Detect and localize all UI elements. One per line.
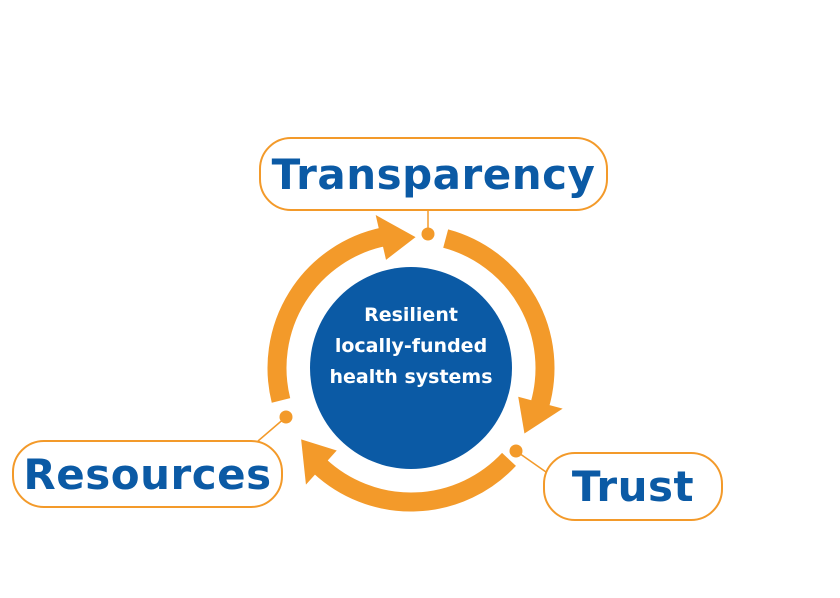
label-resources: Resources <box>12 440 283 508</box>
arc-resources-to-transparency <box>267 227 386 403</box>
center-line-3: health systems <box>329 366 493 388</box>
arc-trust-to-resources <box>313 452 516 512</box>
dot-top <box>421 227 435 241</box>
label-transparency: Transparency <box>259 137 608 211</box>
center-label: Resilient locally-funded health systems <box>311 300 511 393</box>
dot-right <box>509 444 523 458</box>
center-circle <box>310 267 512 469</box>
center-line-2: locally-funded <box>334 335 488 357</box>
dot-left <box>279 410 293 424</box>
center-line-1: Resilient <box>364 304 458 326</box>
arc-transparency-to-trust <box>443 229 555 408</box>
arrowhead-icon <box>301 439 337 485</box>
arrowhead-icon <box>518 396 563 434</box>
label-trust: Trust <box>543 452 723 521</box>
arrowhead-icon <box>375 215 416 260</box>
